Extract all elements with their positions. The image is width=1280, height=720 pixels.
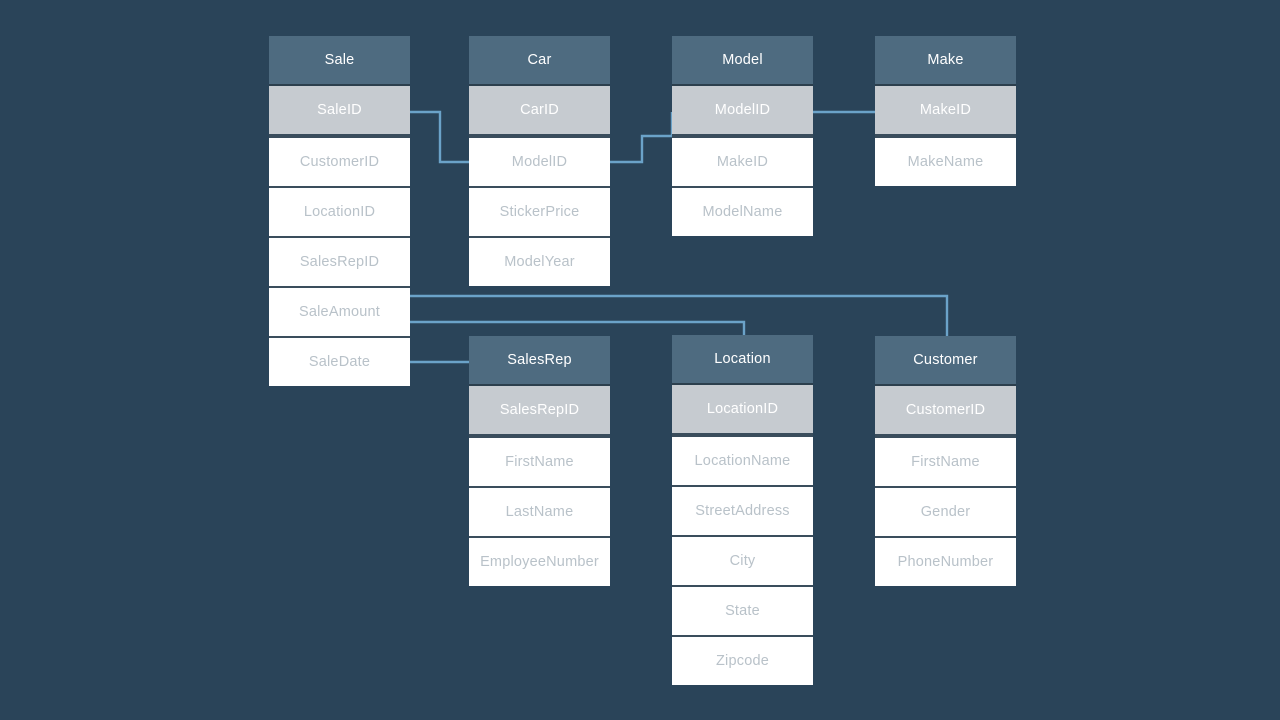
primary-key-row-model-0[interactable]: ModelID <box>672 86 813 136</box>
entity-title-make: Make <box>875 36 1016 86</box>
field-row-make-1[interactable]: MakeName <box>875 136 1016 186</box>
field-row-car-1[interactable]: ModelID <box>469 136 610 186</box>
field-row-sale-3[interactable]: SalesRepID <box>269 236 410 286</box>
field-row-location-5[interactable]: Zipcode <box>672 635 813 685</box>
field-row-salesrep-2[interactable]: LastName <box>469 486 610 536</box>
primary-key-row-customer-0[interactable]: CustomerID <box>875 386 1016 436</box>
field-row-sale-1[interactable]: CustomerID <box>269 136 410 186</box>
field-row-location-2[interactable]: StreetAddress <box>672 485 813 535</box>
entity-title-car: Car <box>469 36 610 86</box>
entity-title-salesrep: SalesRep <box>469 336 610 386</box>
entity-title-location: Location <box>672 335 813 385</box>
field-row-location-3[interactable]: City <box>672 535 813 585</box>
entity-title-model: Model <box>672 36 813 86</box>
field-row-model-1[interactable]: MakeID <box>672 136 813 186</box>
field-row-customer-2[interactable]: Gender <box>875 486 1016 536</box>
relationship-car-model <box>610 112 674 164</box>
entity-title-customer: Customer <box>875 336 1016 386</box>
field-row-sale-5[interactable]: SaleDate <box>269 336 410 386</box>
primary-key-row-sale-0[interactable]: SaleID <box>269 86 410 136</box>
field-row-location-4[interactable]: State <box>672 585 813 635</box>
field-row-sale-2[interactable]: LocationID <box>269 186 410 236</box>
field-row-customer-1[interactable]: FirstName <box>875 436 1016 486</box>
primary-key-row-car-0[interactable]: CarID <box>469 86 610 136</box>
field-row-car-3[interactable]: ModelYear <box>469 236 610 286</box>
relationship-sale-location <box>410 320 746 335</box>
field-row-sale-4[interactable]: SaleAmount <box>269 286 410 336</box>
field-row-salesrep-3[interactable]: EmployeeNumber <box>469 536 610 586</box>
field-row-salesrep-1[interactable]: FirstName <box>469 436 610 486</box>
field-row-model-2[interactable]: ModelName <box>672 186 813 236</box>
relationship-sale-customer <box>410 294 949 336</box>
field-row-location-1[interactable]: LocationName <box>672 435 813 485</box>
relationship-sale-car <box>410 110 469 164</box>
primary-key-row-location-0[interactable]: LocationID <box>672 385 813 435</box>
primary-key-row-make-0[interactable]: MakeID <box>875 86 1016 136</box>
field-row-car-2[interactable]: StickerPrice <box>469 186 610 236</box>
entity-title-sale: Sale <box>269 36 410 86</box>
field-row-customer-3[interactable]: PhoneNumber <box>875 536 1016 586</box>
primary-key-row-salesrep-0[interactable]: SalesRepID <box>469 386 610 436</box>
